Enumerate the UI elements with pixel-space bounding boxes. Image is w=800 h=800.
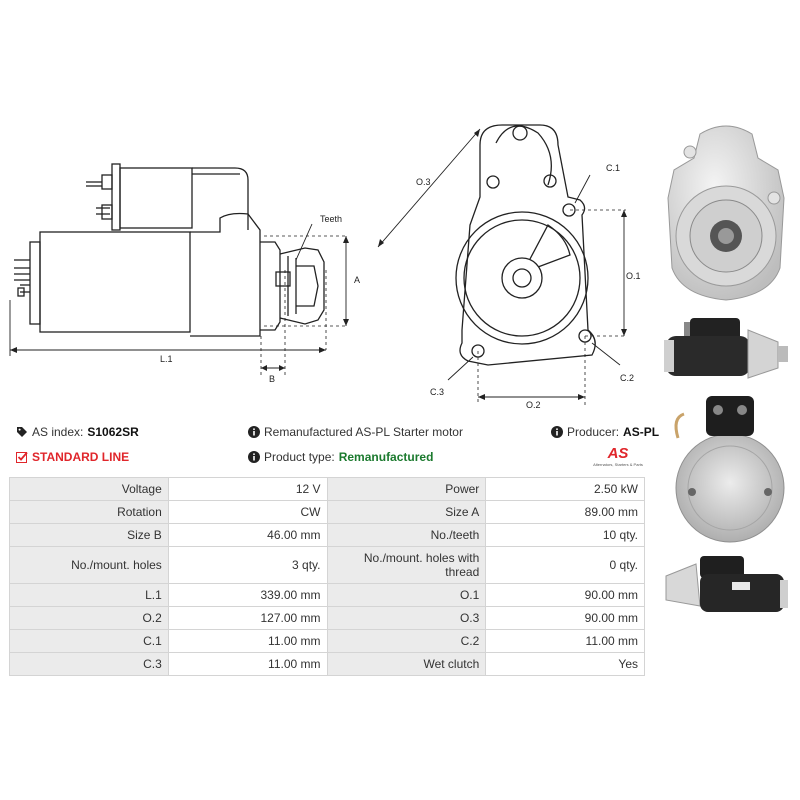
spec-value: 90.00 mm (485, 606, 645, 630)
spec-label: Size B (9, 523, 169, 547)
spec-value: 11.00 mm (167, 652, 328, 676)
spec-label: No./mount. holes (9, 546, 169, 584)
product-type-label: Product type: (264, 450, 335, 464)
as-index: AS index: S1062SR (16, 425, 139, 439)
standard-line-label: STANDARD LINE (32, 450, 130, 464)
spec-value: 127.00 mm (167, 606, 328, 630)
as-index-label: AS index: (32, 425, 84, 439)
spec-value: 10 qty. (485, 523, 645, 547)
spec-label: L.1 (9, 583, 169, 607)
logo-text: AS (607, 445, 629, 462)
info-icon (551, 426, 563, 438)
side-view-drawing: Teeth A B L.1 (9, 163, 360, 384)
spec-label: O.2 (9, 606, 169, 630)
spec-value: 339.00 mm (167, 583, 328, 607)
product-photo-side-2[interactable] (660, 552, 792, 616)
spec-label: C.2 (326, 629, 487, 653)
spec-label: Wet clutch (326, 652, 487, 676)
spec-value: 3 qty. (167, 546, 328, 584)
spec-label: O.1 (326, 583, 487, 607)
spec-label: Power (326, 477, 487, 501)
product-photo-front[interactable] (660, 118, 792, 308)
size-a-label: A (354, 275, 360, 285)
spec-label: C.1 (9, 629, 169, 653)
o3-label: O.3 (416, 177, 431, 187)
product-description: Remanufactured AS-PL Starter motor (248, 425, 463, 439)
length-l1-label: L.1 (160, 354, 173, 364)
product-type: Product type: Remanufactured (248, 450, 433, 464)
as-index-value: S1062SR (87, 425, 139, 439)
size-b-label: B (269, 374, 275, 384)
tag-icon (17, 427, 27, 437)
spec-value: CW (167, 500, 328, 524)
spec-value: Yes (485, 652, 645, 676)
product-photo-side[interactable] (660, 312, 792, 384)
c1-label: C.1 (606, 163, 620, 173)
front-view-drawing: O.3 O.1 O.2 C.1 C.2 C.3 (377, 124, 641, 410)
spec-value: 89.00 mm (485, 500, 645, 524)
spec-value: 90.00 mm (485, 583, 645, 607)
spec-label: C.3 (9, 652, 169, 676)
info-icon (248, 426, 260, 438)
spec-value: 11.00 mm (485, 629, 645, 653)
o2-label: O.2 (526, 400, 541, 410)
spec-label: No./mount. holes with thread (326, 546, 487, 584)
o1-label: O.1 (626, 271, 641, 281)
c3-label: C.3 (430, 387, 444, 397)
standard-line: STANDARD LINE (16, 450, 129, 464)
product-photo-rear[interactable] (668, 388, 792, 548)
logo-tagline: Alternators, Starters & Parts (593, 462, 643, 467)
check-square-icon (16, 451, 28, 463)
spec-label: Voltage (9, 477, 169, 501)
spec-value: 0 qty. (485, 546, 645, 584)
product-type-value: Remanufactured (338, 450, 434, 464)
spec-value: 2.50 kW (485, 477, 645, 501)
spec-label: O.3 (326, 606, 487, 630)
producer-logo: AS Alternators, Starters & Parts (587, 445, 649, 468)
producer-value: AS-PL (623, 425, 660, 439)
spec-label: No./teeth (326, 523, 487, 547)
spec-value: 12 V (167, 477, 328, 501)
spec-value: 11.00 mm (167, 629, 328, 653)
spec-label: Size A (326, 500, 487, 524)
producer-label: Producer: (567, 425, 620, 439)
producer: Producer: AS-PL (551, 425, 659, 439)
info-icon (248, 451, 260, 463)
spec-value: 46.00 mm (167, 523, 328, 547)
spec-label: Rotation (9, 500, 169, 524)
teeth-label: Teeth (320, 214, 342, 224)
description-text: Remanufactured AS-PL Starter motor (264, 425, 463, 439)
c2-label: C.2 (620, 373, 634, 383)
